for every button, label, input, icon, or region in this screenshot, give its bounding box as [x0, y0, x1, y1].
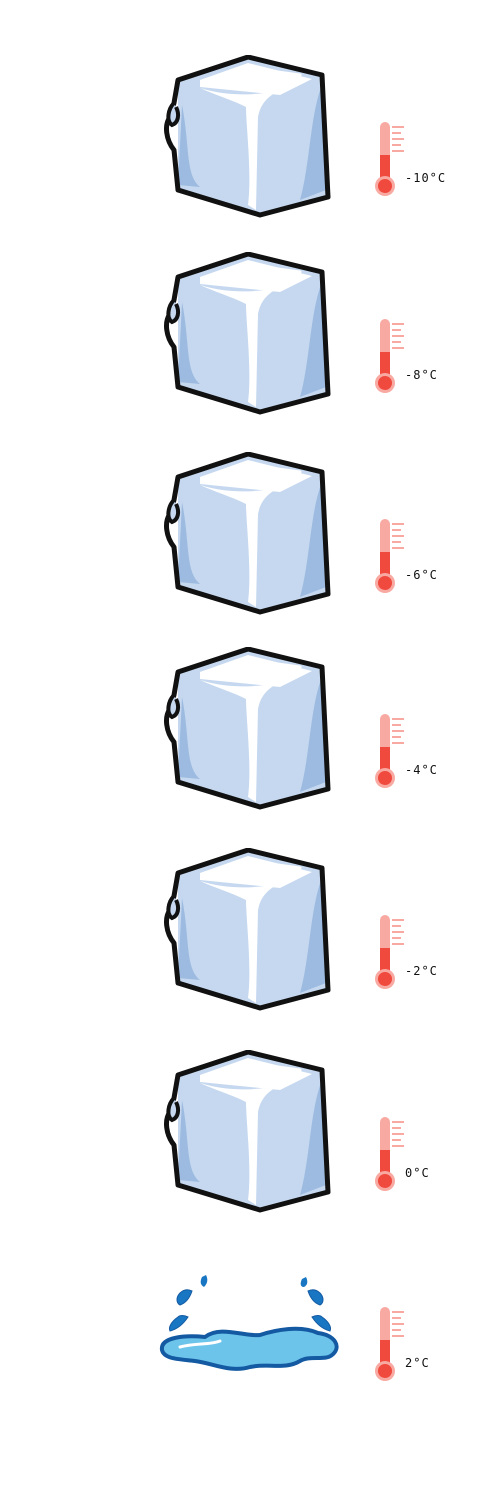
ice-cube-icon — [164, 252, 331, 415]
temperature-label: -6°C — [405, 568, 438, 582]
temperature-label: -8°C — [405, 368, 438, 382]
temperature-label: -4°C — [405, 763, 438, 777]
thermometer-icon — [375, 519, 404, 593]
stage-row: -2°C — [0, 848, 500, 1028]
stage-row: -10°C — [0, 55, 500, 235]
thermometer-icon — [375, 1307, 404, 1381]
ice-cube-icon — [164, 452, 331, 615]
thermometer-icon — [375, 122, 404, 196]
temperature-label: -2°C — [405, 964, 438, 978]
thermometer-icon — [375, 714, 404, 788]
temperature-label: 2°C — [405, 1356, 430, 1370]
ice-cube-icon — [164, 55, 331, 218]
stage-row: 0°C — [0, 1050, 500, 1230]
stage-row: -4°C — [0, 647, 500, 827]
thermometer-icon — [375, 915, 404, 989]
temperature-label: 0°C — [405, 1166, 430, 1180]
ice-cube-icon — [164, 647, 331, 810]
stage-row: 2°C — [0, 1240, 500, 1420]
ice-cube-icon — [164, 848, 331, 1011]
stage-row: -8°C — [0, 252, 500, 432]
stage-row: -6°C — [0, 452, 500, 632]
temperature-label: -10°C — [405, 171, 447, 185]
thermometer-icon — [375, 1117, 404, 1191]
ice-cube-icon — [164, 1050, 331, 1213]
thermometer-icon — [375, 319, 404, 393]
water-puddle-icon — [160, 1275, 339, 1371]
